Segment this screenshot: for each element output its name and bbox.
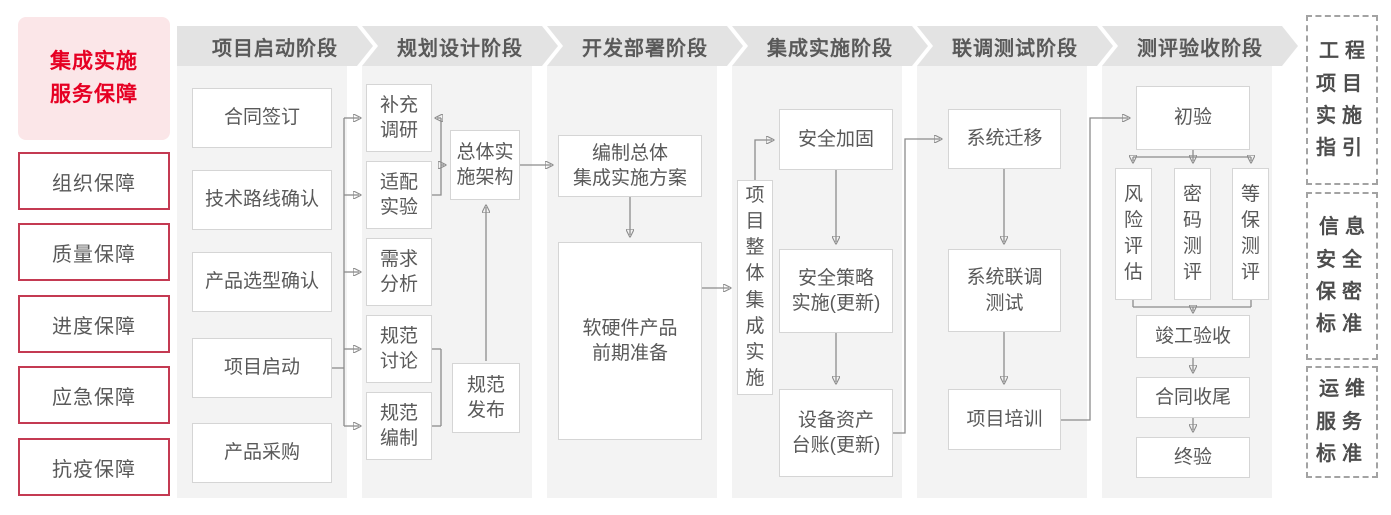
flow-box-security-policy: 安全策略 实施(更新) [779,249,893,333]
flow-box-overall-integration: 项 目 整 体 集 成 实 施 [737,180,773,395]
flow-box-contract-signing: 合同签订 [192,88,332,148]
phase-header-testing: 联调测试阶段 [917,26,1113,66]
phase-header-deployment: 开发部署阶段 [547,26,743,66]
flow-box-project-training: 项目培训 [948,389,1061,450]
sidebar-item-quality: 质量保障 [18,223,170,281]
standard-box-operations: 运维 服务 标准 [1306,366,1378,478]
flow-box-final-acceptance: 终验 [1136,437,1250,478]
flow-box-security-hardening: 安全加固 [779,109,893,170]
flow-box-risk-assessment: 风 险 评 估 [1115,168,1152,300]
flow-box-joint-testing: 系统联调 测试 [948,249,1061,332]
flow-box-spec-drafting: 规范 编制 [366,392,432,460]
standard-box-security: 信息 安全 保密 标准 [1306,192,1378,360]
flow-box-crypto-evaluation: 密 码 测 评 [1174,168,1211,300]
sidebar-item-schedule: 进度保障 [18,295,170,353]
sidebar-item-organization: 组织保障 [18,152,170,210]
flow-box-spec-discussion: 规范 讨论 [366,315,432,383]
flow-box-project-kickoff: 项目启动 [192,338,332,398]
phase-header-planning: 规划设计阶段 [362,26,558,66]
flow-box-overall-architecture: 总体实 施架构 [450,130,520,200]
flow-box-procurement: 产品采购 [192,423,332,483]
phase-header-integration: 集成实施阶段 [732,26,928,66]
flow-box-overall-plan: 编制总体 集成实施方案 [558,135,702,197]
flow-box-product-selection: 产品选型确认 [192,252,332,312]
flow-box-requirement-analysis: 需求 分析 [366,238,432,306]
flow-box-supplementary-research: 补充 调研 [366,84,432,152]
phase-header-startup: 项目启动阶段 [177,26,373,66]
flow-box-product-preparation: 软硬件产品 前期准备 [558,242,702,440]
flow-box-initial-acceptance: 初验 [1136,86,1250,150]
flow-box-system-migration: 系统迁移 [948,109,1061,169]
phase-header-acceptance: 测评验收阶段 [1102,26,1298,66]
sidebar-title: 集成实施 服务保障 [18,17,170,140]
standard-box-project-guide: 工程 项目 实施 指引 [1306,15,1378,185]
sidebar-item-epidemic: 抗疫保障 [18,438,170,496]
flow-box-adaptation-test: 适配 实验 [366,161,432,229]
flow-box-contract-closure: 合同收尾 [1136,377,1250,418]
flow-box-completion-acceptance: 竣工验收 [1136,315,1250,358]
sidebar-item-emergency: 应急保障 [18,366,170,424]
flow-box-mlps-evaluation: 等 保 测 评 [1232,168,1269,300]
flow-box-tech-route-confirm: 技术路线确认 [192,170,332,230]
flow-box-asset-ledger: 设备资产 台账(更新) [779,389,893,477]
flow-box-spec-release: 规范 发布 [452,363,520,433]
